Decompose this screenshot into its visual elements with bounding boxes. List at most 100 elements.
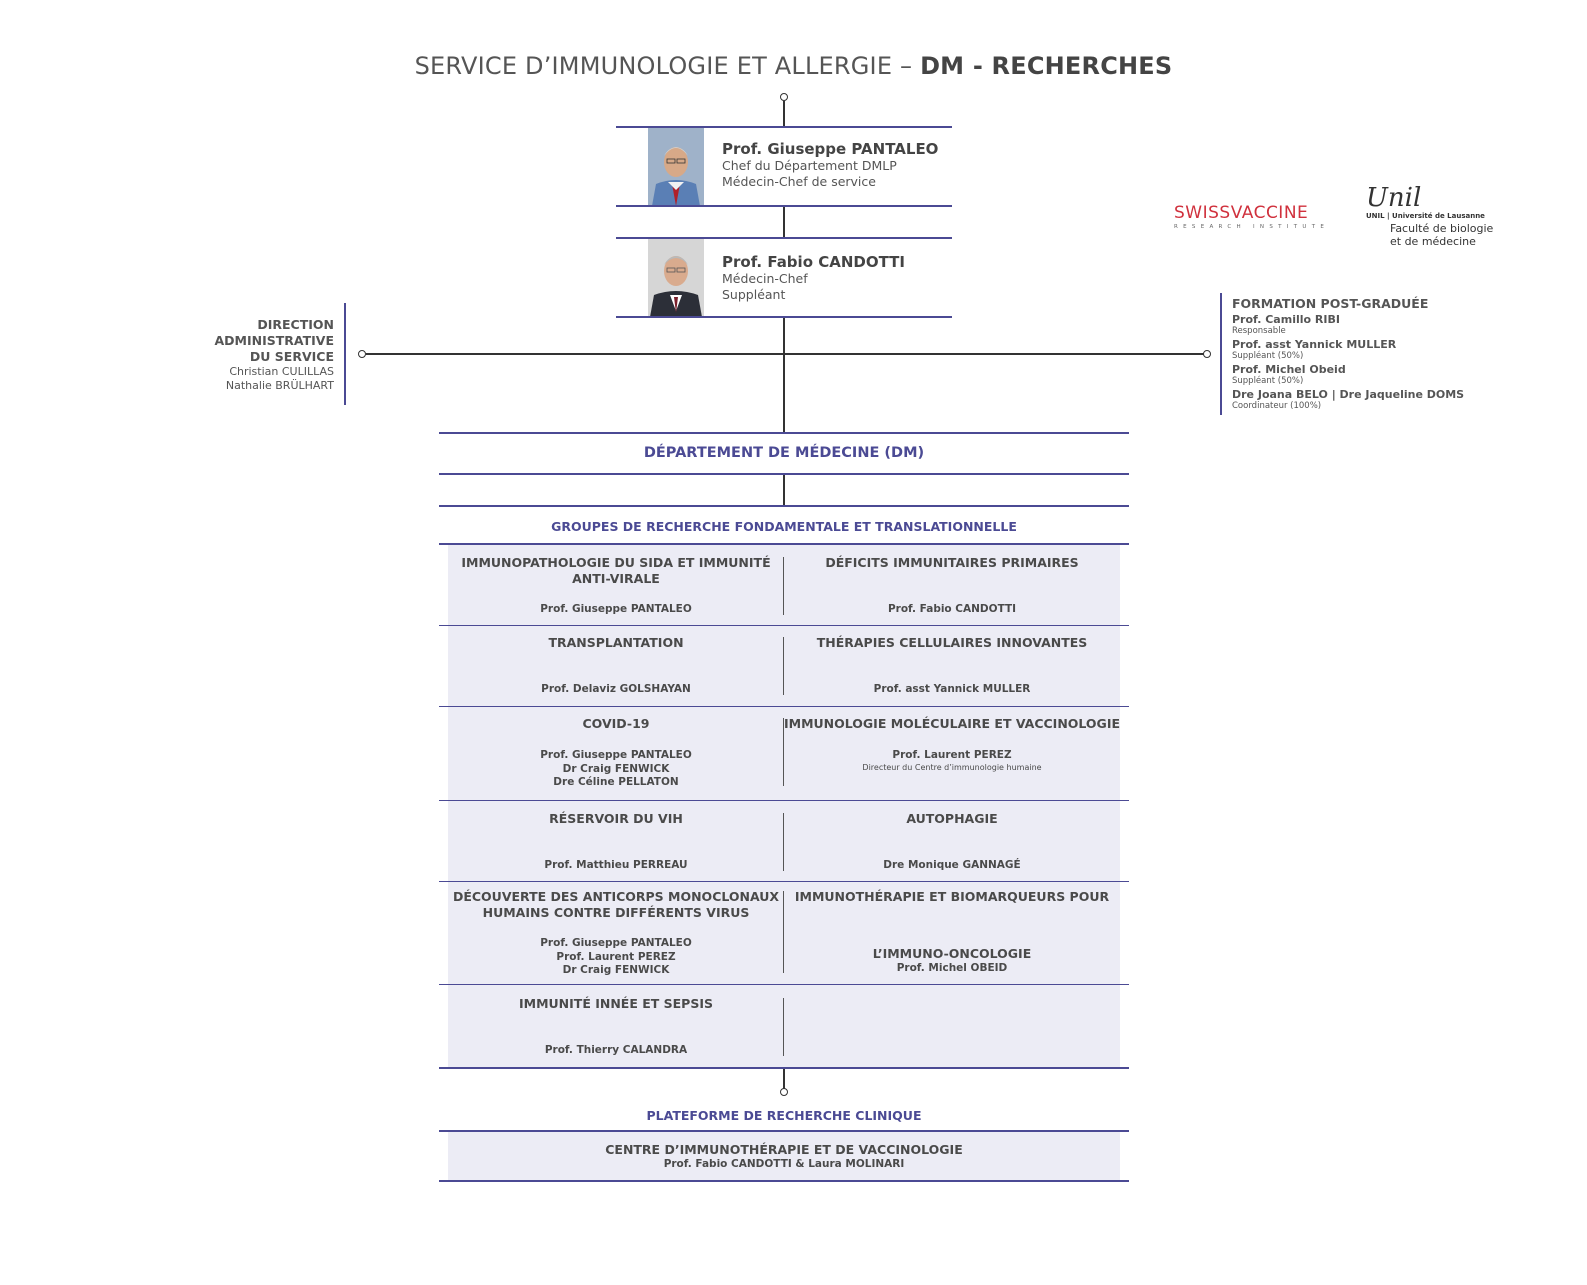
group-people: Prof. Laurent PEREZ Directeur du Centre …	[784, 749, 1120, 773]
formation-name-1: Prof. Camillo RIBI	[1232, 313, 1340, 326]
direction-title-2: ADMINISTRATIVE	[214, 333, 334, 348]
formation-name-2: Prof. asst Yannick MULLER	[1232, 338, 1397, 351]
group-people: Prof. Giuseppe PANTALEO Prof. Laurent PE…	[448, 937, 784, 978]
group-title: AUTOPHAGIE	[906, 811, 998, 826]
platform-heading: PLATEFORME DE RECHERCHE CLINIQUE	[646, 1108, 922, 1123]
group-people: L’IMMUNO-ONCOLOGIE Prof. Michel OBEID	[784, 946, 1120, 976]
title-light: SERVICE D’IMMUNOLOGIE ET ALLERGIE –	[414, 52, 921, 80]
formation-role-3: Suppléant (50%)	[1232, 376, 1304, 386]
connector-line	[783, 101, 785, 127]
platform-centre: CENTRE D’IMMUNOTHÉRAPIE ET DE VACCINOLOG…	[448, 1142, 1120, 1172]
group-title: IMMUNOTHÉRAPIE ET BIOMARQUEURS POUR	[794, 889, 1110, 904]
group-title: ANTI-VIRALE	[572, 571, 660, 586]
cell-divider	[783, 718, 784, 786]
group-person: Dr Craig FENWICK	[562, 762, 670, 775]
head-2-name: Prof. Fabio CANDOTTI	[722, 253, 905, 271]
cell-divider	[783, 637, 784, 695]
branch-line	[366, 353, 1204, 355]
formation-role-2: Suppléant (50%)	[1232, 351, 1304, 361]
group-autophagie: AUTOPHAGIE	[784, 811, 1120, 827]
formation-block: FORMATION POST-GRADUÉE Prof. Camillo RIB…	[1232, 296, 1552, 411]
group-person: Prof. Thierry CALANDRA	[544, 1044, 688, 1056]
platform-box	[448, 1132, 1120, 1180]
head-rule	[616, 237, 952, 239]
groups-rule	[439, 1067, 1129, 1069]
head-2-role-2: Suppléant	[722, 287, 786, 302]
head-rule	[616, 316, 952, 318]
department-rule	[439, 473, 1129, 475]
group-person: Prof. Delaviz GOLSHAYAN	[541, 683, 691, 695]
group-person: Prof. Giuseppe PANTALEO	[540, 603, 692, 615]
head-1-text: Prof. Giuseppe PANTALEO Chef du Départem…	[722, 140, 938, 190]
formation-name-3: Prof. Michel Obeid	[1232, 363, 1346, 376]
formation-role-1: Responsable	[1232, 326, 1286, 336]
unil-faculty-2: et de médecine	[1390, 235, 1476, 248]
row-divider	[439, 800, 1129, 801]
cell-divider	[783, 813, 784, 871]
page-title: SERVICE D’IMMUNOLOGIE ET ALLERGIE – DM -…	[0, 52, 1587, 80]
group-title: THÉRAPIES CELLULAIRES INNOVANTES	[816, 635, 1088, 650]
cell-divider	[783, 557, 784, 615]
group-person: Prof. Matthieu PERREAU	[544, 859, 688, 871]
direction-block: DIRECTION ADMINISTRATIVE DU SERVICE Chri…	[180, 317, 334, 393]
unil-faculty-1: Faculté de biologie	[1390, 222, 1494, 235]
group-person: Prof. asst Yannick MULLER	[873, 683, 1031, 695]
group-person: Dre Céline PELLATON	[553, 776, 679, 788]
group-person: Prof. Michel OBEID	[896, 962, 1008, 974]
direction-bar	[344, 303, 346, 405]
group-title: DÉFICITS IMMUNITAIRES PRIMAIRES	[825, 555, 1079, 570]
group-people: Prof. Giuseppe PANTALEO Dr Craig FENWICK…	[448, 749, 784, 790]
group-title: TRANSPLANTATION	[548, 635, 684, 650]
direction-title-3: DU SERVICE	[249, 349, 334, 364]
group-covid: COVID-19	[448, 716, 784, 732]
platform-rule	[439, 1180, 1129, 1182]
group-immunopathologie: IMMUNOPATHOLOGIE DU SIDA ET IMMUNITÉ ANT…	[448, 555, 784, 587]
head-rule	[616, 126, 952, 128]
head-rule	[616, 205, 952, 207]
group-immunotherapie: IMMUNOTHÉRAPIE ET BIOMARQUEURS POUR	[784, 889, 1120, 905]
formation-name-4: Dre Joana BELO | Dre Jaqueline DOMS	[1232, 388, 1465, 401]
row-divider	[439, 625, 1129, 626]
head-1-role-2: Médecin-Chef de service	[722, 174, 876, 189]
connector-line	[783, 207, 785, 238]
platform-title: CENTRE D’IMMUNOTHÉRAPIE ET DE VACCINOLOG…	[605, 1142, 963, 1157]
group-title: IMMUNOLOGIE MOLÉCULAIRE ET VACCINOLOGIE	[784, 716, 1121, 731]
group-title: HUMAINS CONTRE DIFFÉRENTS VIRUS	[482, 905, 750, 920]
group-person: Prof. Fabio CANDOTTI	[887, 603, 1017, 615]
group-reservoir: RÉSERVOIR DU VIH	[448, 811, 784, 827]
head-1-role-1: Chef du Département DMLP	[722, 158, 897, 173]
group-person: Dr Craig FENWICK	[562, 964, 670, 976]
swissvaccine-sub: RESEARCH INSTITUTE	[1174, 224, 1330, 230]
formation-bar	[1220, 293, 1222, 415]
department-title: DÉPARTEMENT DE MÉDECINE (DM)	[643, 445, 925, 461]
row-divider	[439, 881, 1129, 882]
group-immunologie-moleculaire: IMMUNOLOGIE MOLÉCULAIRE ET VACCINOLOGIE	[784, 716, 1120, 732]
head-2-text: Prof. Fabio CANDOTTI Médecin-Chef Supplé…	[722, 253, 905, 303]
group-person: Prof. Giuseppe PANTALEO	[540, 937, 692, 949]
group-immunite-innee: IMMUNITÉ INNÉE ET SEPSIS	[448, 996, 784, 1012]
group-anticorps: DÉCOUVERTE DES ANTICORPS MONOCLONAUX HUM…	[448, 889, 784, 921]
formation-role-4: Coordinateur (100%)	[1232, 401, 1322, 411]
cell-divider	[783, 891, 784, 973]
connector-line	[783, 318, 785, 432]
connector-dot	[358, 350, 366, 358]
groups-grid	[448, 545, 1120, 1067]
portrait-pantaleo	[648, 128, 704, 206]
connector-dot	[1203, 350, 1211, 358]
group-person: Prof. Laurent PEREZ	[556, 950, 676, 963]
group-person: Prof. Laurent PEREZ	[892, 749, 1012, 761]
swissvaccine-logo: SWISSVACCINE RESEARCH INSTITUTE	[1174, 203, 1329, 230]
groups-rule	[439, 505, 1129, 507]
group-person: Dre Monique GANNAGÉ	[883, 859, 1021, 871]
connector-line	[783, 475, 785, 505]
portrait-candotti	[648, 239, 704, 317]
direction-title-1: DIRECTION	[257, 317, 334, 332]
department-rule	[439, 432, 1129, 434]
unil-script: Unil	[1366, 183, 1422, 213]
title-bold: DM - RECHERCHES	[920, 52, 1173, 80]
group-transplantation: TRANSPLANTATION	[448, 635, 784, 651]
group-title-2: L’IMMUNO-ONCOLOGIE	[872, 946, 1032, 961]
connector-dot	[780, 1088, 788, 1096]
connector-line	[783, 1069, 785, 1089]
group-title: COVID-19	[582, 716, 650, 731]
